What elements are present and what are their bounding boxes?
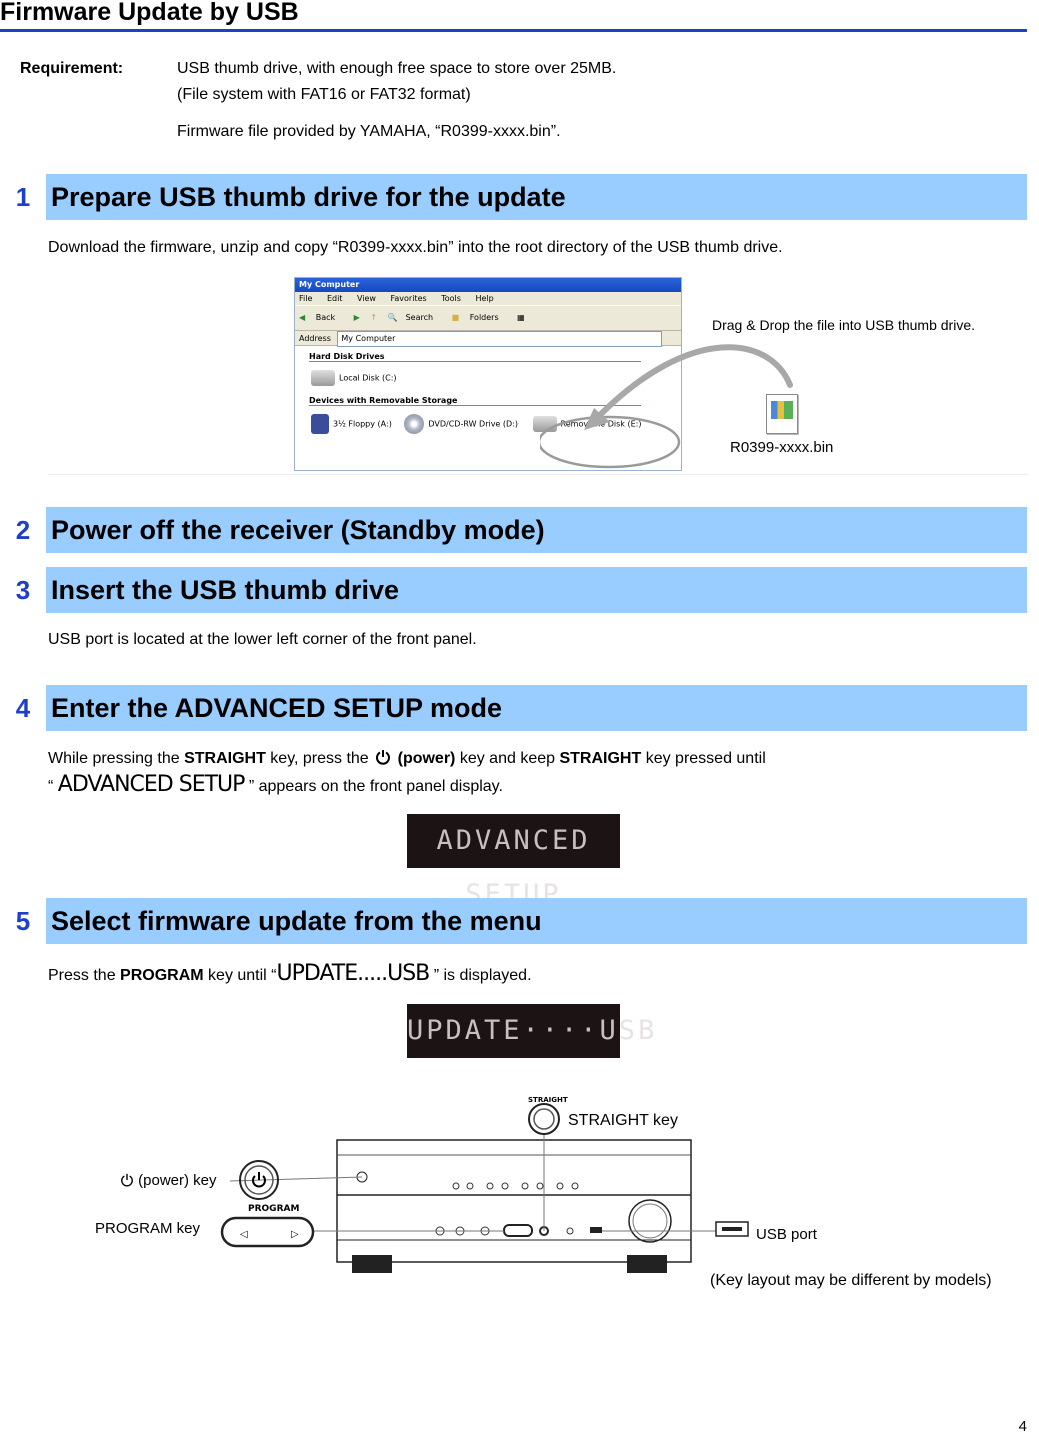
- step-2-header: 2 Power off the receiver (Standby mode): [0, 507, 1027, 553]
- power-key-zoom: [239, 1160, 279, 1200]
- volume-knob: [628, 1199, 672, 1243]
- step-1-number: 1: [0, 174, 46, 220]
- address-bar: Address My Computer: [295, 331, 681, 347]
- program-key-label: PROGRAM key: [95, 1220, 201, 1237]
- program-right-icon: ▷: [291, 1229, 299, 1240]
- menu-favorites[interactable]: Favorites: [390, 294, 427, 303]
- power-icon: [376, 750, 391, 765]
- receiver-usb-slot: [590, 1227, 602, 1233]
- back-arrow-icon: ◀: [299, 313, 306, 322]
- drag-arrow-head: [584, 408, 610, 430]
- receiver-foot-left: [352, 1255, 392, 1273]
- folder-icon: ■: [451, 313, 460, 322]
- lcd-update-usb: UPDATE····USB: [407, 1004, 654, 1058]
- divider: [48, 474, 1028, 475]
- power-icon-small: [121, 1173, 133, 1187]
- requirement-line-1: USB thumb drive, with enough free space …: [177, 60, 617, 77]
- receiver-body: [336, 1139, 692, 1263]
- views-icon[interactable]: ▦: [517, 313, 525, 322]
- up-folder-icon[interactable]: ↑: [370, 313, 378, 322]
- key-layout-note: (Key layout may be different by models): [710, 1272, 992, 1289]
- requirement-line-2: (File system with FAT16 or FAT32 format): [177, 86, 471, 103]
- forward-arrow-icon[interactable]: ▶: [353, 313, 360, 322]
- drive-floppy[interactable]: 3½ Floppy (A:): [311, 414, 392, 434]
- section-hard-disk: Hard Disk Drives: [309, 352, 385, 361]
- section-removable: Devices with Removable Storage: [309, 396, 458, 405]
- step-5-number: 5: [0, 898, 46, 944]
- page-title: Firmware Update by USB: [0, 0, 299, 26]
- receiver-foot-right: [627, 1255, 667, 1273]
- drag-caption: Drag & Drop the file into USB thumb driv…: [712, 317, 976, 333]
- folders-button[interactable]: ■ Folders: [451, 313, 499, 322]
- address-label: Address: [299, 334, 331, 343]
- section-rule-2: [309, 405, 641, 406]
- step-4-line-2: “ ADVANCED SETUP ” appears on the front …: [48, 772, 503, 797]
- lcd-advanced-setup: ADVANCED SETUP: [407, 814, 620, 910]
- step-5-text: Press the PROGRAM key until “UPDATE.....…: [48, 961, 532, 986]
- straight-key-label: STRAIGHT key: [568, 1112, 678, 1129]
- step-4-line-1: While pressing the STRAIGHT key, press t…: [48, 750, 766, 767]
- hard-disk-icon: [311, 370, 335, 386]
- display-text-update: UPDATE.....USB: [276, 961, 431, 986]
- search-button[interactable]: 🔍Search: [387, 313, 434, 322]
- address-field[interactable]: My Computer: [337, 331, 663, 347]
- drag-arrow-curve: [597, 344, 793, 418]
- explorer-toolbar: ◀ Back ▶ ↑ 🔍Search ■ Folders ▦: [295, 305, 681, 331]
- removable-disk-highlight: [540, 415, 681, 469]
- menu-tools[interactable]: Tools: [441, 294, 461, 303]
- floppy-icon: [311, 414, 329, 434]
- drive-dvd[interactable]: DVD/CD-RW Drive (D:): [404, 414, 518, 434]
- requirement-line-3: Firmware file provided by YAMAHA, “R0399…: [177, 123, 561, 140]
- step-3-text: USB port is located at the lower left co…: [48, 631, 477, 648]
- step-5-title: Select firmware update from the menu: [51, 906, 542, 936]
- page-number: 4: [1018, 1418, 1027, 1435]
- step-4-title: Enter the ADVANCED SETUP mode: [51, 693, 503, 723]
- program-zoom-tag: PROGRAM: [248, 1204, 300, 1214]
- receiver-front-panel: ◁ ▷: [220, 1103, 749, 1273]
- step-1-header: 1 Prepare USB thumb drive for the update: [0, 174, 1027, 220]
- step-1-text: Download the firmware, unzip and copy “R…: [48, 239, 783, 256]
- explorer-menu: File Edit View Favorites Tools Help: [295, 292, 681, 305]
- explorer-window: My Computer File Edit View Favorites Too…: [294, 277, 682, 471]
- menu-help[interactable]: Help: [475, 294, 494, 303]
- step-3-number: 3: [0, 567, 46, 613]
- explorer-title: My Computer: [295, 278, 681, 292]
- step-2-number: 2: [0, 507, 46, 553]
- drag-arrow: [540, 344, 793, 469]
- disc-icon: [404, 414, 425, 434]
- usb-port-zoom: [715, 1221, 749, 1237]
- step-1-title: Prepare USB thumb drive for the update: [51, 182, 566, 212]
- power-key-label: (power) key: [120, 1172, 217, 1189]
- search-icon: 🔍: [387, 313, 398, 322]
- step-3-header: 3 Insert the USB thumb drive: [0, 567, 1027, 613]
- step-4-number: 4: [0, 685, 46, 731]
- display-text-advanced: ADVANCED SETUP: [57, 772, 246, 797]
- menu-view[interactable]: View: [356, 294, 376, 303]
- program-key-zoom: [220, 1216, 315, 1248]
- step-5-header: 5 Select firmware update from the menu: [0, 898, 1027, 944]
- program-left-icon: ◁: [240, 1229, 248, 1240]
- back-button[interactable]: ◀ Back: [299, 313, 336, 322]
- menu-edit[interactable]: Edit: [326, 294, 343, 303]
- power-key-icon: [252, 1175, 266, 1188]
- drive-local-disk[interactable]: Local Disk (C:): [311, 370, 397, 386]
- file-icon[interactable]: [766, 394, 798, 434]
- menu-file[interactable]: File: [299, 294, 313, 303]
- step-2-title: Power off the receiver (Standby mode): [51, 515, 545, 545]
- title-underline: [0, 29, 1027, 32]
- file-name: R0399-xxxx.bin: [730, 439, 834, 456]
- usb-port-label: USB port: [756, 1226, 817, 1243]
- requirement-label: Requirement:: [20, 60, 124, 77]
- straight-key-zoom: [528, 1103, 560, 1135]
- step-3-title: Insert the USB thumb drive: [51, 575, 400, 605]
- step-4-header: 4 Enter the ADVANCED SETUP mode: [0, 685, 1027, 731]
- straight-zoom-tag: STRAIGHT: [528, 1096, 568, 1104]
